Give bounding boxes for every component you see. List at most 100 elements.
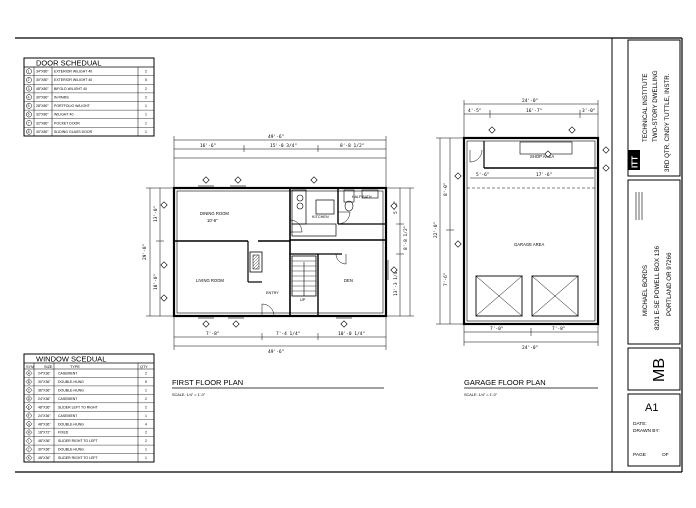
gg-dim-top-3: 3'-0" bbox=[582, 108, 596, 114]
door-mark-circle bbox=[26, 120, 32, 126]
door-mark-circle bbox=[26, 68, 32, 75]
garage-floor-title: GARAGE FLOOR PLAN bbox=[464, 378, 546, 387]
window-qty: 2 bbox=[145, 372, 147, 376]
door-qty: 5 bbox=[145, 78, 147, 82]
window-tag-diamond bbox=[454, 172, 462, 180]
of-label: OF bbox=[662, 452, 669, 458]
door-mark-circle bbox=[26, 77, 32, 83]
window-qty: 2 bbox=[145, 405, 147, 409]
window-sym: E bbox=[28, 405, 30, 409]
first-floor-scale: SCALE: 1/4" = 1'-0" bbox=[172, 393, 206, 397]
window-size: 24"X36" bbox=[38, 414, 51, 418]
window-size: 48"X36" bbox=[38, 422, 51, 426]
window-tag-diamond bbox=[390, 266, 398, 274]
decor-stripes bbox=[635, 192, 643, 220]
window-type: CASEMENT bbox=[58, 372, 78, 376]
window-size: 24"X36" bbox=[38, 397, 51, 401]
door-size: 32"X80" bbox=[36, 121, 49, 125]
room-garage: GARAGE AREA bbox=[514, 242, 544, 247]
window-qty: 2 bbox=[145, 431, 147, 435]
door-mark-circle bbox=[26, 102, 32, 109]
window-sym-diamond bbox=[25, 454, 33, 462]
door-type: W/LIGHT 40 bbox=[54, 113, 73, 117]
door-mark-circle bbox=[26, 94, 32, 101]
first-floor-room-labels: DINING ROOM 10'-6" LIVING ROOM DEN HALF … bbox=[196, 195, 372, 302]
garage-dimensions bbox=[436, 100, 599, 346]
window-type: DOUBLE-HUNG bbox=[58, 388, 84, 392]
window-sym: B bbox=[28, 380, 30, 384]
door-mark-circle bbox=[26, 85, 32, 92]
sheet-number: A1 bbox=[645, 402, 658, 414]
gg-dim-bottom-2: 7'-8" bbox=[552, 326, 566, 332]
window-sym-diamond bbox=[25, 369, 33, 377]
ff-dim-left-2: 10'-0" bbox=[153, 274, 159, 290]
first-floor-dim-labels: 49'-6" 16'-6" 15'-0 3/4" 8'-8 1/2" 49'-6… bbox=[142, 134, 409, 355]
door-qty: 1 bbox=[145, 104, 147, 108]
door-mark-circle bbox=[26, 128, 32, 135]
door-mark-circle bbox=[26, 111, 32, 118]
window-tag-diamond bbox=[160, 294, 168, 302]
designer-name: MICHAEL BORDS bbox=[642, 265, 649, 316]
door-size: 34"X80" bbox=[36, 70, 49, 74]
window-markers bbox=[160, 126, 610, 328]
date-label: DATE: bbox=[633, 421, 647, 427]
window-type: DOUBLE-HUNG bbox=[58, 380, 84, 384]
window-sym-diamond bbox=[25, 378, 33, 386]
garage-dim-labels: 24'-0" 4'-5" 16'-7" 3'-0" 24'-0" 7'-0" 7… bbox=[433, 98, 596, 351]
door-qty: 1 bbox=[145, 130, 147, 134]
ff-dim-bot-2: 7'-4 1/4" bbox=[276, 331, 300, 337]
door-qty: 2 bbox=[145, 95, 147, 99]
sheet-border bbox=[15, 37, 683, 473]
address-line-2: PORTLAND OR 97266 bbox=[666, 252, 673, 316]
window-type: CASEMENT bbox=[58, 414, 78, 418]
window-tag-diamond bbox=[234, 176, 242, 184]
gg-dim-bottom-1: 7'-0" bbox=[490, 326, 504, 332]
door-size: 30"X80" bbox=[36, 78, 49, 82]
door-mark: 6 bbox=[28, 113, 30, 117]
room-dining-size: 10'-6" bbox=[207, 218, 218, 223]
window-size: 30"X36" bbox=[38, 380, 51, 384]
title-block: ITT TECHNICAL INSTITUTE TWO-STORY DWELLI… bbox=[627, 39, 681, 467]
gg-dim-inner-1: 5'-6" bbox=[476, 172, 490, 178]
window-tag-diamond bbox=[160, 201, 168, 209]
door-mark: 8 bbox=[28, 130, 30, 134]
window-type: SLIDER LEFT TO RIGHT bbox=[58, 405, 99, 409]
window-sym-diamond bbox=[25, 429, 33, 436]
window-size: 48"X36" bbox=[38, 456, 51, 460]
room-den: DEN bbox=[344, 278, 353, 283]
window-sym-diamond bbox=[25, 412, 33, 419]
window-sym-diamond bbox=[25, 395, 33, 402]
window-tag-diamond bbox=[454, 240, 462, 248]
ff-dim-overall-bottom: 49'-6" bbox=[268, 349, 284, 355]
window-sym: K bbox=[28, 456, 31, 460]
door-qty: 2 bbox=[145, 70, 147, 74]
gg-dim-top: 24'-0" bbox=[522, 98, 538, 104]
window-size: 48"X36" bbox=[38, 405, 51, 409]
ff-dim-bot-1: 7'-8" bbox=[206, 331, 220, 337]
door-type: EXTERIOR W/LIGHT 40 bbox=[54, 70, 92, 74]
window-tag-diamond bbox=[568, 126, 576, 134]
window-sym: G bbox=[28, 422, 31, 426]
door-mark: 1 bbox=[28, 70, 30, 74]
door-size: 48"X80" bbox=[36, 87, 49, 91]
window-tag-diamond bbox=[602, 146, 610, 154]
term-instructor: 3RD QTR, CINDY TUTTLE, INSTR. bbox=[664, 73, 671, 172]
ff-dim-right-3: 13'-3 1/4" bbox=[393, 269, 399, 296]
window-sym-diamond bbox=[25, 403, 33, 411]
window-qty: 1 bbox=[145, 456, 147, 460]
room-stair-up: UP bbox=[300, 298, 306, 302]
window-type: SLIDER RIGHT TO LEFT bbox=[58, 439, 99, 443]
project-name: TWO-STORY DWELLING bbox=[652, 70, 659, 142]
window-qty: 1 bbox=[145, 448, 147, 452]
ff-dim-top-2: 15'-0 3/4" bbox=[270, 143, 297, 149]
window-qty: 1 bbox=[145, 414, 147, 418]
window-sym: J bbox=[28, 448, 30, 452]
room-dining: DINING ROOM bbox=[200, 211, 229, 216]
ff-dim-left-overall: 29'-0" bbox=[142, 244, 148, 260]
window-size: 36"X36" bbox=[38, 388, 51, 392]
door-schedule-title: DOOR SCHEDUAL bbox=[36, 59, 101, 68]
door-mark: 5 bbox=[28, 104, 30, 108]
ff-dim-bot-3: 10'-0 1/4" bbox=[338, 331, 365, 337]
school-name: TECHNICAL INSTITUTE bbox=[642, 73, 649, 142]
